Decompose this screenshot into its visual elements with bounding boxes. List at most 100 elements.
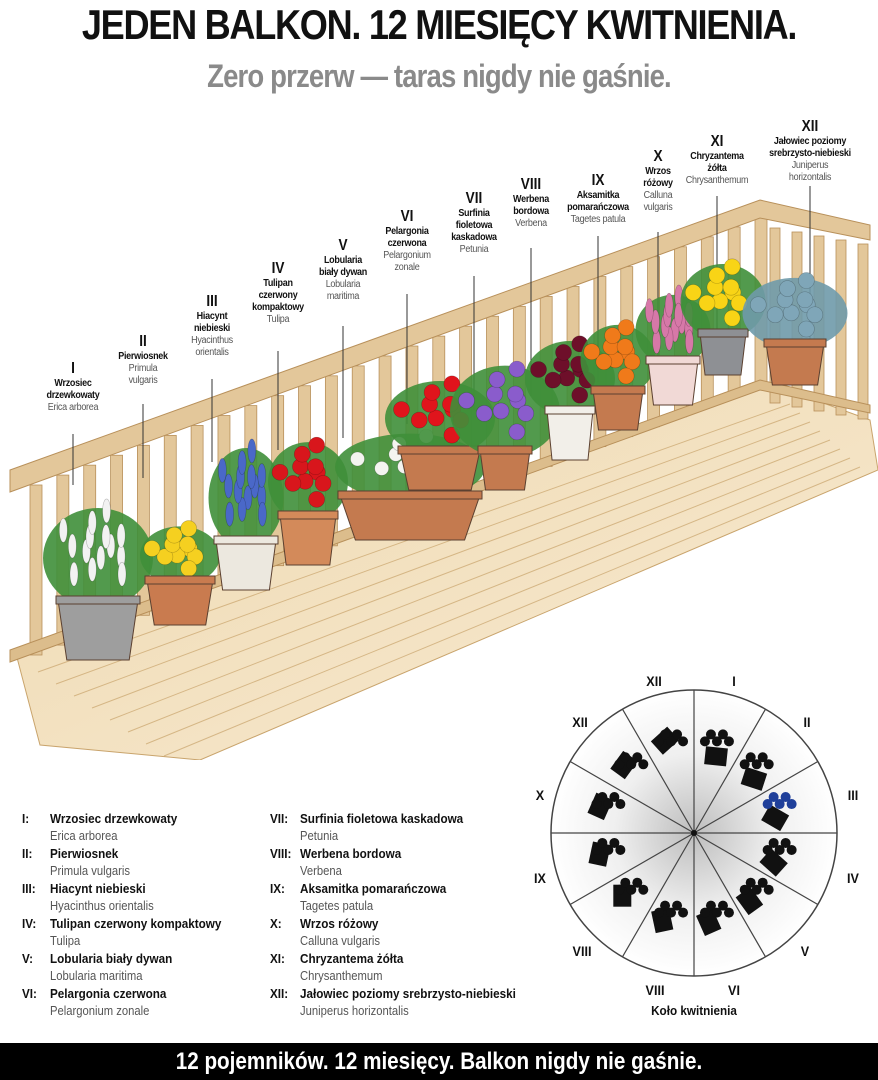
flower [117, 561, 127, 587]
flower [508, 360, 526, 378]
deck-board-line [91, 430, 821, 709]
wheel-month-label: III [847, 787, 859, 803]
plant-pot-month-3 [208, 438, 284, 591]
callout-month-number: XI [710, 133, 724, 150]
wheel-month-label: VIII [572, 943, 592, 959]
deck-board-line [145, 457, 851, 745]
legend-latin-name: Calluna vulgaris [300, 933, 381, 948]
legend-number: II: [22, 846, 33, 861]
flower [517, 405, 535, 422]
flower [766, 306, 784, 324]
pot-rim [397, 445, 483, 455]
flower [179, 536, 196, 553]
callout-month-number: I [71, 360, 75, 377]
wheel-month-label: IV [847, 870, 859, 886]
wheel-month-label: XII [646, 673, 662, 689]
legend-latin-name: Erica arborea [50, 828, 118, 843]
wheel-plant-silhouette [587, 792, 626, 821]
wheel-month-label: VI [728, 982, 740, 998]
callout-plant-name: Tulipan [263, 278, 293, 289]
flower [180, 560, 197, 577]
wheel-plant-silhouette [739, 752, 774, 791]
flower [410, 411, 428, 429]
callout-plant-name: kompaktowy [252, 302, 304, 313]
flower [307, 458, 324, 475]
legend-number: IX: [270, 881, 285, 896]
wheel-plant-silhouette [696, 900, 734, 937]
flower [247, 464, 256, 489]
callout-latin-name: Tulipa [266, 314, 290, 325]
flower [475, 405, 493, 422]
legend-plant-name: Jałowiec poziomy srebrzysto-niebieski [300, 986, 516, 1001]
flower [257, 463, 267, 488]
wheel-caption: Koło kwitnienia [651, 1003, 737, 1018]
flower [571, 386, 589, 404]
pot [479, 449, 531, 491]
callout-month-number: VII [465, 190, 483, 207]
callout-latin-name: Primula [128, 363, 158, 374]
pot [699, 332, 747, 376]
wheel-month-label: VIII [645, 982, 665, 998]
legend-number: IV: [22, 916, 37, 931]
flower [749, 296, 767, 314]
legend-number: XII: [270, 986, 289, 1001]
flower [555, 344, 572, 361]
callout-plant-name: bordowa [513, 206, 549, 217]
wheel-divider [693, 832, 767, 958]
plant-pot-month-12 [742, 272, 848, 386]
callout-plant-name: biały dywan [318, 267, 368, 278]
handrail [9, 199, 871, 493]
legend-latin-name: Juniperus horizontalis [300, 1003, 409, 1018]
pot-rim [590, 385, 646, 395]
callout-month-number: III [206, 293, 218, 310]
legend-plant-name: Hiacynt niebieski [50, 881, 146, 896]
callout-month-number: VI [400, 208, 414, 225]
legend-number: V: [22, 951, 34, 966]
callout-latin-name: vulgaris [128, 375, 158, 386]
flower [685, 329, 694, 354]
plant-pot-month-1 [43, 498, 153, 661]
wheel-divider [569, 832, 695, 906]
legend-plant-name: Tulipan czerwony kompaktowy [50, 916, 222, 931]
flower [102, 498, 111, 524]
flower [96, 545, 106, 570]
callout-plant-name: żółta [707, 163, 727, 174]
flower [271, 463, 289, 481]
flower [308, 436, 325, 454]
wheel-divider [621, 832, 695, 958]
callout-month-number: IV [271, 260, 285, 277]
flower [427, 409, 445, 427]
legend-latin-name: Hyacinthus orientalis [50, 898, 154, 913]
flower [617, 319, 635, 336]
flower [617, 367, 635, 385]
wheel-month-label: II [803, 714, 811, 730]
legend-latin-name: Petunia [300, 828, 339, 843]
legend-plant-name: Werbena bordowa [300, 846, 402, 861]
pot-rim [544, 405, 596, 415]
wheel-plant-silhouette [588, 837, 626, 867]
flower [488, 371, 506, 388]
pot-rim [477, 445, 533, 455]
page-subtitle: Zero przerw — taras nigdy nie gaśnie. [207, 58, 672, 94]
legend-number: VIII: [270, 846, 292, 861]
callout-plant-name: Lobularia [323, 255, 363, 266]
wheel-month-label: IX [534, 870, 546, 886]
flower [583, 343, 601, 361]
flower [806, 306, 824, 324]
callout-latin-name: Tagetes patula [570, 214, 626, 225]
legend-plant-name: Chryzantema żółta [300, 951, 404, 966]
pot [215, 539, 277, 591]
flower [87, 510, 97, 535]
flower [723, 258, 741, 276]
